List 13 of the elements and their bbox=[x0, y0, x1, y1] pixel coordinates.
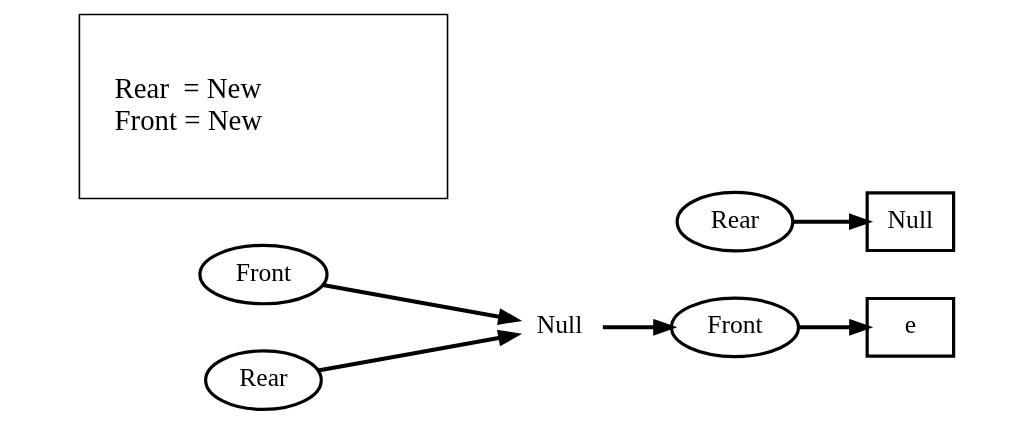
node-text: Null bbox=[536, 310, 583, 340]
node-ellipse: Front bbox=[198, 243, 329, 306]
node-ellipse: Rear bbox=[675, 190, 795, 253]
arrow bbox=[602, 318, 678, 336]
arrow bbox=[317, 329, 523, 373]
node-box: e bbox=[865, 296, 956, 358]
arrow bbox=[792, 213, 874, 231]
arrow bbox=[798, 318, 874, 336]
node-ellipse: Front bbox=[669, 296, 801, 359]
node-ellipse: Rear bbox=[204, 349, 323, 411]
node-box: Rear = New Front = New bbox=[78, 13, 449, 200]
arrow bbox=[322, 282, 523, 325]
node-box: Null bbox=[865, 191, 956, 253]
